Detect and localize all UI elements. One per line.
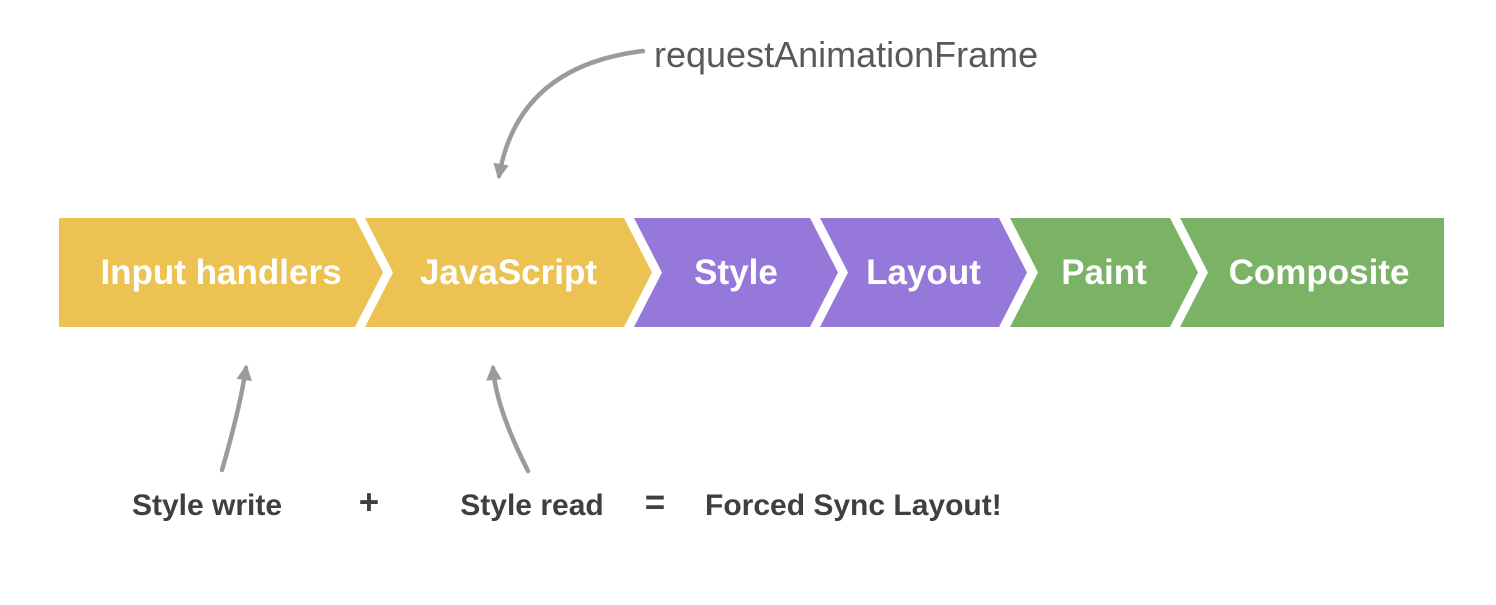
pipeline-bar: Input handlers JavaScript Style Layout P…: [59, 218, 1444, 327]
segment-label: Input handlers: [100, 252, 342, 292]
equation-result: Forced Sync Layout!: [705, 489, 1002, 522]
equation-style-read: Style read: [460, 489, 604, 522]
equation-style-write: Style write: [131, 489, 283, 522]
equation-plus-sign: +: [358, 483, 380, 522]
segment-label: Composite: [1228, 252, 1410, 292]
pipeline-segment-style: Style: [634, 218, 838, 327]
segment-label: JavaScript: [419, 252, 598, 292]
pipeline-segment-composite: Composite: [1180, 218, 1444, 327]
raf-curved-arrow-icon: [493, 48, 646, 180]
style-write-arrow-icon: [219, 364, 252, 473]
segment-label: Style: [694, 252, 778, 292]
pipeline-segment-paint: Paint: [1010, 218, 1198, 327]
pipeline-segment-input-handlers: Input handlers: [59, 218, 383, 327]
pipeline-segment-layout: Layout: [820, 218, 1027, 327]
pipeline-segment-javascript: JavaScript: [365, 218, 652, 327]
equation-equals-sign: =: [644, 483, 666, 522]
style-read-arrow-icon: [486, 364, 531, 474]
segment-label: Layout: [866, 252, 981, 292]
raf-label: requestAnimationFrame: [654, 34, 1039, 75]
segment-label: Paint: [1061, 252, 1147, 292]
